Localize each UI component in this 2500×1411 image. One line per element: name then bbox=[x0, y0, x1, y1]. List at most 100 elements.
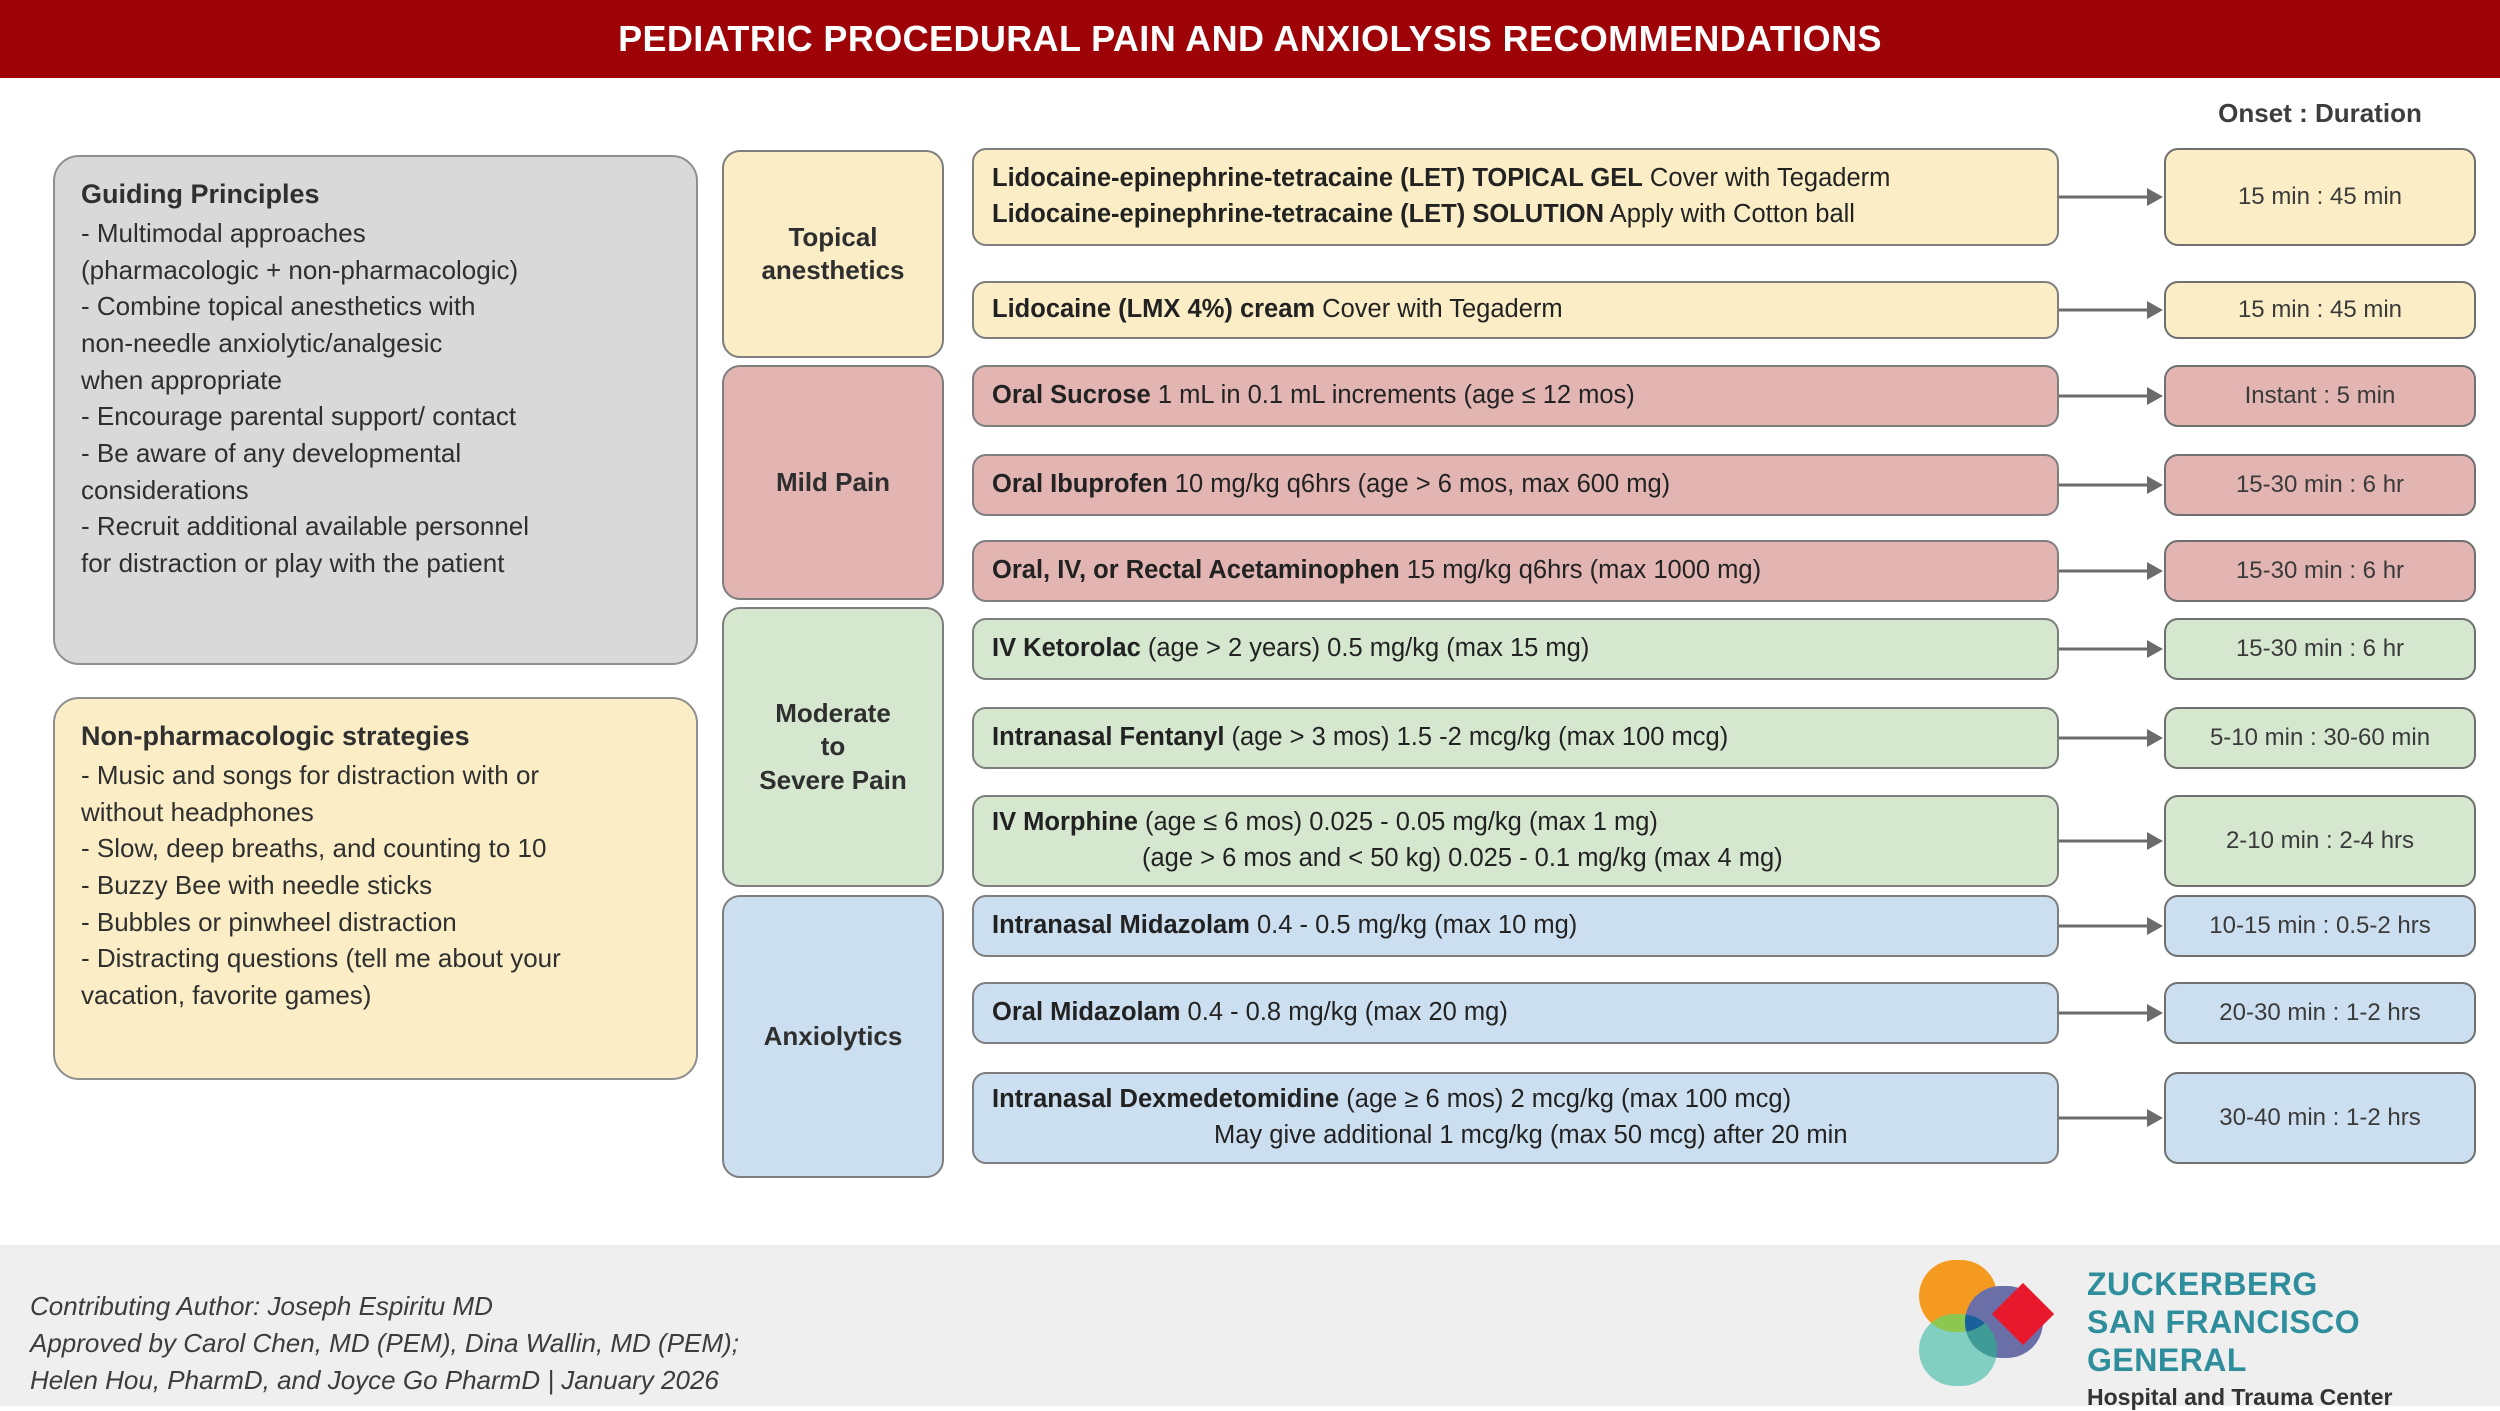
non-pharmacologic-panel: Non-pharmacologic strategies - Music and… bbox=[53, 697, 698, 1080]
drug-detail: Cover with Tegaderm bbox=[1642, 164, 1891, 193]
connector-arrow bbox=[2059, 618, 2164, 680]
connector-arrow bbox=[2059, 895, 2164, 957]
category-label: Moderate to Severe Pain bbox=[759, 698, 907, 795]
drug-detail: 0.4 - 0.8 mg/kg (max 20 mg) bbox=[1180, 998, 1508, 1027]
drug-detail: May give additional 1 mcg/kg (max 50 mcg… bbox=[1214, 1121, 1848, 1149]
connector-arrow bbox=[2059, 454, 2164, 516]
drug-row-ibuprofen[interactable]: Oral Ibuprofen 10 mg/kg q6hrs (age > 6 m… bbox=[972, 454, 2059, 516]
onset-box-let: 15 min : 45 min bbox=[2164, 148, 2476, 246]
drug-name: Intranasal Midazolam bbox=[992, 911, 1250, 940]
onset-box-intranasal-midazolam: 10-15 min : 0.5-2 hrs bbox=[2164, 895, 2476, 957]
connector-arrow bbox=[2059, 707, 2164, 769]
connector-arrow bbox=[2059, 540, 2164, 602]
guiding-principles-line: considerations bbox=[81, 474, 249, 505]
connector-arrow bbox=[2059, 281, 2164, 339]
onset-box-ibuprofen: 15-30 min : 6 hr bbox=[2164, 454, 2476, 516]
connector-arrow bbox=[2059, 365, 2164, 427]
drug-name: Oral Sucrose bbox=[992, 381, 1151, 410]
drug-detail: Cover with Tegaderm bbox=[1315, 295, 1563, 324]
drug-name: Oral Midazolam bbox=[992, 998, 1181, 1027]
category-topical-anesthetics[interactable]: Topical anesthetics bbox=[722, 150, 944, 358]
non-pharmacologic-line: - Bubbles or pinwheel distraction bbox=[81, 906, 457, 937]
non-pharmacologic-line: - Buzzy Bee with needle sticks bbox=[81, 869, 433, 900]
category-label: Anxiolytics bbox=[763, 1020, 903, 1051]
drug-row-dexmedetomidine[interactable]: Intranasal Dexmedetomidine (age ≥ 6 mos)… bbox=[972, 1072, 2059, 1164]
footer-bar bbox=[0, 1245, 2500, 1406]
page-title: PEDIATRIC PROCEDURAL PAIN AND ANXIOLYSIS… bbox=[618, 18, 1882, 59]
drug-row-oral-midazolam[interactable]: Oral Midazolam 0.4 - 0.8 mg/kg (max 20 m… bbox=[972, 982, 2059, 1044]
drug-row-fentanyl[interactable]: Intranasal Fentanyl (age > 3 mos) 1.5 -2… bbox=[972, 707, 2059, 769]
drug-text-line: Lidocaine-epinephrine-tetracaine (LET) S… bbox=[992, 197, 2039, 233]
guiding-principles-line: for distraction or play with the patient bbox=[81, 547, 505, 578]
drug-text-line: Oral Sucrose 1 mL in 0.1 mL increments (… bbox=[992, 378, 2039, 414]
non-pharmacologic-line: - Music and songs for distraction with o… bbox=[81, 760, 540, 790]
logo-line-3: Hospital and Trauma Center bbox=[2087, 1384, 2393, 1411]
guiding-principles-line: - Encourage parental support/ contact bbox=[81, 401, 517, 432]
logo-line-2: SAN FRANCISCO GENERAL bbox=[2087, 1303, 2361, 1378]
drug-text-line: Lidocaine (LMX 4%) cream Cover with Tega… bbox=[992, 292, 2039, 328]
drug-row-morphine[interactable]: IV Morphine (age ≤ 6 mos) 0.025 - 0.05 m… bbox=[972, 795, 2059, 887]
drug-detail: (age > 2 years) 0.5 mg/kg (max 15 mg) bbox=[1140, 634, 1590, 663]
header-bar: PEDIATRIC PROCEDURAL PAIN AND ANXIOLYSIS… bbox=[0, 0, 2500, 78]
drug-name: IV Ketorolac bbox=[992, 634, 1141, 663]
drug-row-ketorolac[interactable]: IV Ketorolac (age > 2 years) 0.5 mg/kg (… bbox=[972, 618, 2059, 680]
category-anxiolytics[interactable]: Anxiolytics bbox=[722, 895, 944, 1178]
zsfg-logo: ZUCKERBERG SAN FRANCISCO GENERAL Hospita… bbox=[1905, 1258, 2480, 1410]
drug-detail: 10 mg/kg q6hrs (age > 6 mos, max 600 mg) bbox=[1167, 470, 1671, 499]
zsfg-logo-text: ZUCKERBERG SAN FRANCISCO GENERAL Hospita… bbox=[2087, 1266, 2480, 1411]
non-pharmacologic-line: without headphones bbox=[81, 796, 314, 827]
onset-value: 2-10 min : 2-4 hrs bbox=[2225, 827, 2415, 854]
connector-arrow bbox=[2059, 148, 2164, 246]
onset-value: 15-30 min : 6 hr bbox=[2235, 557, 2405, 584]
drug-detail: Apply with Cotton ball bbox=[1604, 200, 1855, 228]
guiding-principles-line: when appropriate bbox=[81, 364, 282, 395]
drug-text-line: (age > 6 mos and < 50 kg) 0.025 - 0.1 mg… bbox=[992, 841, 2039, 877]
footer-line: Approved by Carol Chen, MD (PEM), Dina W… bbox=[30, 1327, 739, 1358]
drug-row-intranasal-midazolam[interactable]: Intranasal Midazolam 0.4 - 0.5 mg/kg (ma… bbox=[972, 895, 2059, 957]
onset-box-dexmedetomidine: 30-40 min : 1-2 hrs bbox=[2164, 1072, 2476, 1164]
onset-value: 15 min : 45 min bbox=[2237, 296, 2403, 323]
footer-attribution: Contributing Author: Joseph Espiritu MD … bbox=[30, 1288, 739, 1399]
drug-name: Oral Ibuprofen bbox=[992, 470, 1168, 499]
drug-name: Intranasal Dexmedetomidine bbox=[992, 1085, 1340, 1114]
guiding-principles-line: - Combine topical anesthetics with bbox=[81, 291, 476, 322]
drug-text-line: Oral Ibuprofen 10 mg/kg q6hrs (age > 6 m… bbox=[992, 467, 2039, 503]
drug-name: IV Morphine bbox=[992, 808, 1138, 837]
drug-row-sucrose[interactable]: Oral Sucrose 1 mL in 0.1 mL increments (… bbox=[972, 365, 2059, 427]
onset-value: 15-30 min : 6 hr bbox=[2235, 635, 2405, 662]
connector-arrow bbox=[2059, 982, 2164, 1044]
onset-value: 10-15 min : 0.5-2 hrs bbox=[2209, 912, 2431, 939]
category-moderate-severe-pain[interactable]: Moderate to Severe Pain bbox=[722, 607, 944, 887]
drug-text-line: Oral Midazolam 0.4 - 0.8 mg/kg (max 20 m… bbox=[992, 995, 2039, 1031]
onset-value: 15 min : 45 min bbox=[2237, 183, 2403, 210]
drug-name: Intranasal Fentanyl bbox=[992, 723, 1225, 752]
connector-arrow bbox=[2059, 1072, 2164, 1164]
category-label: Mild Pain bbox=[775, 466, 891, 497]
guiding-principles-title: Guiding Principles bbox=[81, 179, 320, 209]
non-pharmacologic-line: vacation, favorite games) bbox=[81, 979, 372, 1010]
guiding-principles-line: - Recruit additional available personnel bbox=[81, 511, 530, 542]
non-pharmacologic-line: - Slow, deep breaths, and counting to 10 bbox=[81, 833, 547, 864]
footer-line: Contributing Author: Joseph Espiritu MD bbox=[30, 1291, 493, 1321]
drug-row-let[interactable]: Lidocaine-epinephrine-tetracaine (LET) T… bbox=[972, 148, 2059, 246]
drug-text-line: IV Morphine (age ≤ 6 mos) 0.025 - 0.05 m… bbox=[992, 805, 2039, 841]
drug-text-line: Lidocaine-epinephrine-tetracaine (LET) T… bbox=[992, 161, 2039, 197]
onset-box-sucrose: Instant : 5 min bbox=[2164, 365, 2476, 427]
category-mild-pain[interactable]: Mild Pain bbox=[722, 365, 944, 600]
category-label: Topical anesthetics bbox=[761, 221, 905, 285]
drug-text-line: Intranasal Midazolam 0.4 - 0.5 mg/kg (ma… bbox=[992, 908, 2039, 944]
onset-value: Instant : 5 min bbox=[2244, 382, 2396, 409]
drug-row-lmx[interactable]: Lidocaine (LMX 4%) cream Cover with Tega… bbox=[972, 281, 2059, 339]
drug-detail: 15 mg/kg q6hrs (max 1000 mg) bbox=[1399, 556, 1762, 585]
guiding-principles-line: - Be aware of any developmental bbox=[81, 437, 462, 468]
drug-name: Lidocaine-epinephrine-tetracaine (LET) S… bbox=[992, 200, 1605, 228]
onset-value: 15-30 min : 6 hr bbox=[2235, 471, 2405, 498]
drug-detail: (age > 3 mos) 1.5 -2 mcg/kg (max 100 mcg… bbox=[1224, 723, 1729, 752]
drug-row-acetaminophen[interactable]: Oral, IV, or Rectal Acetaminophen 15 mg/… bbox=[972, 540, 2059, 602]
drug-text-line: May give additional 1 mcg/kg (max 50 mcg… bbox=[992, 1118, 2039, 1154]
non-pharmacologic-line: - Distracting questions (tell me about y… bbox=[81, 943, 561, 974]
drug-name: Lidocaine (LMX 4%) cream bbox=[992, 295, 1316, 324]
zsfg-logo-mark bbox=[1919, 1260, 2055, 1386]
drug-text-line: Intranasal Dexmedetomidine (age ≥ 6 mos)… bbox=[992, 1082, 2039, 1118]
drug-name: Lidocaine-epinephrine-tetracaine (LET) T… bbox=[992, 164, 1643, 193]
